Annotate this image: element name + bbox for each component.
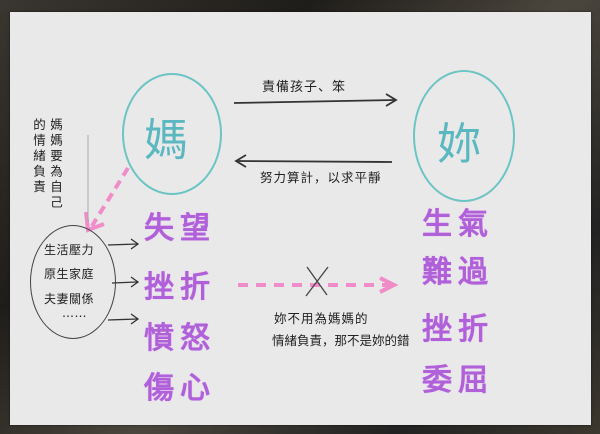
stress-item-life-pressure: 生活壓力 [44,243,95,257]
small-arrows [107,238,140,325]
mom-emotion-frustrated: 挫折 [144,270,216,305]
stress-circle [30,225,116,339]
arrow-mom-to-stress [90,166,130,228]
arrow-you-to-mom [235,160,393,163]
side-note-line1: 媽媽要為自己 [48,118,63,211]
stress-item-more: …… [62,306,87,320]
mom-label: 媽 [144,115,188,166]
arrow-mom-to-you [233,99,397,104]
mom-emotion-sad: 傷心 [144,371,216,406]
mom-circle [122,73,222,195]
you-emotion-angry: 生氣 [422,207,494,242]
you-label: 妳 [437,119,481,170]
paper-sheet [10,12,591,425]
bottom-note-line1: 妳不用為媽媽的 [274,311,369,326]
stress-item-marriage: 夫妻關係 [44,292,95,306]
caption-blame-child: 責備孩子、笨 [262,80,347,95]
side-note: 媽媽要為自己 的情緒負責 [30,118,64,228]
stress-item-family-origin: 原生家庭 [44,267,95,281]
mom-emotion-disappointed: 失望 [144,211,216,246]
bottom-note-line2: 情緒負責，那不是妳的錯 [272,333,410,348]
you-circle [413,70,515,202]
mom-emotion-angry: 憤怒 [144,321,216,356]
you-emotion-wronged: 委屈 [422,363,494,398]
you-emotion-upset: 難過 [422,255,494,290]
side-note-line2: 的情緒負責 [31,118,46,196]
caption-strive-calm: 努力算計，以求平靜 [260,170,382,185]
you-emotion-frustrated: 挫折 [422,312,494,347]
